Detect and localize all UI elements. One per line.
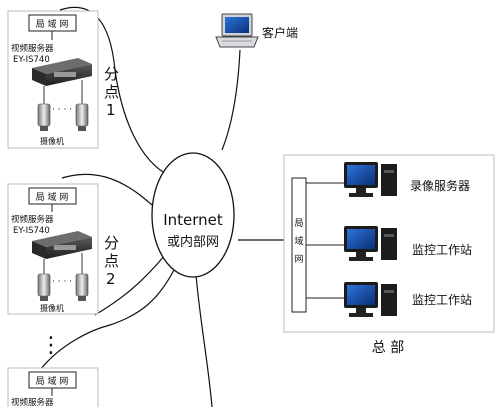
camera-icon (75, 253, 89, 301)
computer-icon (344, 162, 397, 197)
branch-2-dots: · · · · · · (52, 277, 83, 287)
branch-1-server-label: 视频服务器 (11, 43, 54, 54)
branch-1-dots: · · · · · · (52, 105, 83, 115)
branch-2-server-label: 视频服务器 (11, 214, 54, 225)
video-server-icon (32, 231, 92, 259)
video-server-icon (32, 58, 92, 86)
hq-station-3-label: 监控工作站 (412, 293, 472, 307)
link-bottom (194, 261, 213, 407)
internet-cloud: Internet 或内部网 (151, 152, 235, 278)
hq-station-2-label: 监控工作站 (412, 243, 472, 257)
connection-lines (39, 6, 292, 407)
branch-2-camera-label: 摄像机 (40, 303, 64, 313)
laptop-icon (215, 13, 259, 48)
hq-lan-char-2: 域 (294, 235, 303, 247)
client-label: 客户端 (262, 25, 298, 40)
link-branch3 (39, 261, 179, 371)
branch-2-side-2: 点 (104, 252, 119, 270)
link-client (221, 49, 241, 151)
camera-icon (75, 80, 89, 131)
branch-2-server-model: EY-IS740 (13, 226, 50, 236)
hq-title: 总 部 (372, 340, 404, 356)
camera-icon (37, 259, 51, 301)
branch-2: 局 域 网 视频服务器 EY-IS740 · · · · · · 摄像机 分 点… (7, 183, 119, 315)
computer-icon (344, 282, 397, 317)
branch-1: 局 域 网 视频服务器 EY-IS740 · · · · · · 摄像机 分 点… (7, 10, 119, 149)
camera-icon (37, 86, 51, 131)
intranet-label: 或内部网 (167, 234, 219, 250)
hq-lan-char-3: 网 (294, 254, 303, 265)
internet-ellipse (151, 152, 235, 278)
branch-3-server-label: 视频服务器 (11, 397, 54, 407)
link-branch2-b (94, 254, 166, 316)
branch-1-side-1: 分 (104, 65, 119, 83)
internet-label: Internet (163, 211, 223, 229)
computer-icon (344, 226, 397, 261)
branch-2-side-1: 分 (104, 234, 119, 252)
branch-1-side-3: 1 (106, 101, 116, 119)
branch-1-side-2: 点 (104, 83, 119, 101)
branch-2-lan-label: 局 域 网 (36, 191, 69, 203)
client-laptop: 客户端 (215, 13, 298, 48)
branch-3-lan-label: 局 域 网 (36, 375, 69, 387)
headquarters: 局 域 网 录像服务器 监控工作站 (283, 154, 495, 356)
hq-lan-char-1: 局 (294, 218, 303, 229)
branch-1-lan-label: 局 域 网 (36, 18, 69, 30)
branch-3: 局 域 网 视频服务器 (7, 367, 99, 407)
link-branch1 (59, 6, 169, 176)
more-branches-ellipsis: ⋮ (40, 333, 62, 358)
hq-station-1-label: 录像服务器 (410, 178, 470, 193)
branch-2-side-3: 2 (106, 270, 116, 288)
branch-1-server-model: EY-IS740 (13, 55, 50, 65)
branch-1-camera-label: 摄像机 (40, 136, 64, 146)
